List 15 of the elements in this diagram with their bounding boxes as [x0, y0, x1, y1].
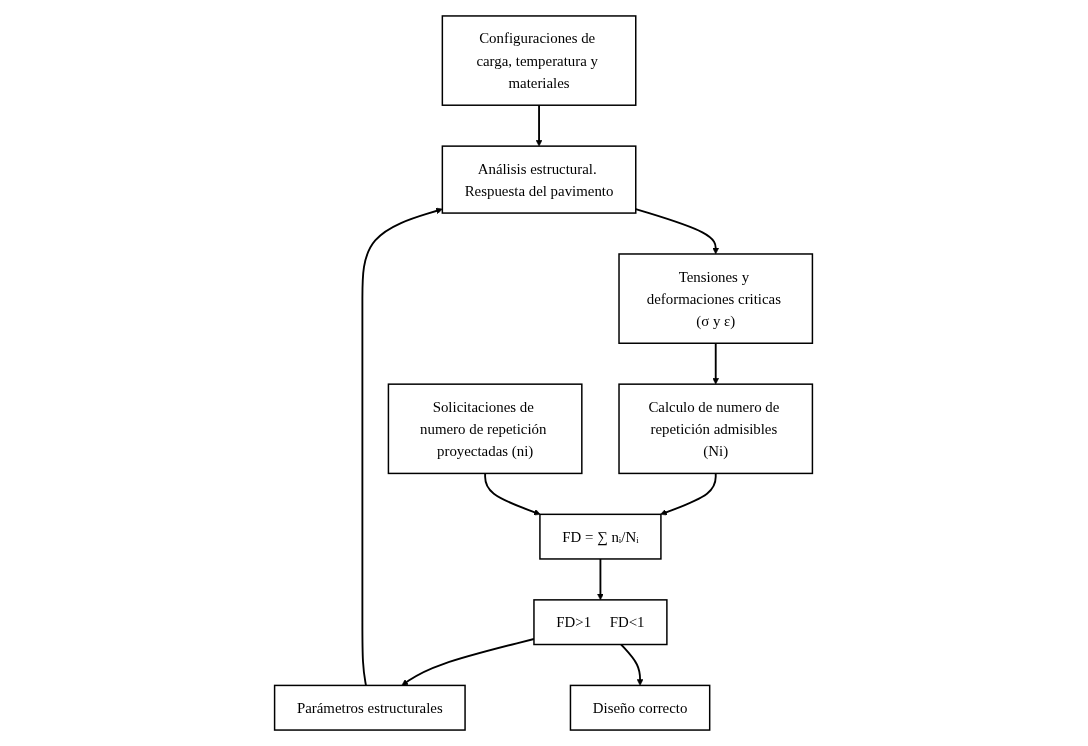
node-box: Parámetros estructurales: [274, 684, 467, 731]
node-box: FD = ∑ nᵢ/Nᵢ: [539, 513, 663, 560]
node-box: FD>1 FD<1: [533, 599, 669, 646]
arrow: [484, 472, 542, 516]
node-box: Configuraciones de carga, temperatura y materiales: [442, 15, 637, 106]
arrow: [712, 342, 720, 385]
node-box: Diseño correcto: [570, 684, 711, 731]
node-box: Solicitaciones de numero de repetición proyectadas (ni): [388, 383, 584, 475]
arrow: [620, 643, 644, 686]
node-box: Análisis estructural. Respuesta del pavimento: [442, 145, 637, 214]
arrow: [536, 104, 543, 147]
arrow: [597, 558, 605, 601]
node-box: Calculo de numero de repetición admisibles (Ni): [618, 383, 814, 475]
arrow: [660, 472, 718, 516]
node-box: Tensiones y deformaciones criticas (σ y ε): [618, 253, 814, 344]
